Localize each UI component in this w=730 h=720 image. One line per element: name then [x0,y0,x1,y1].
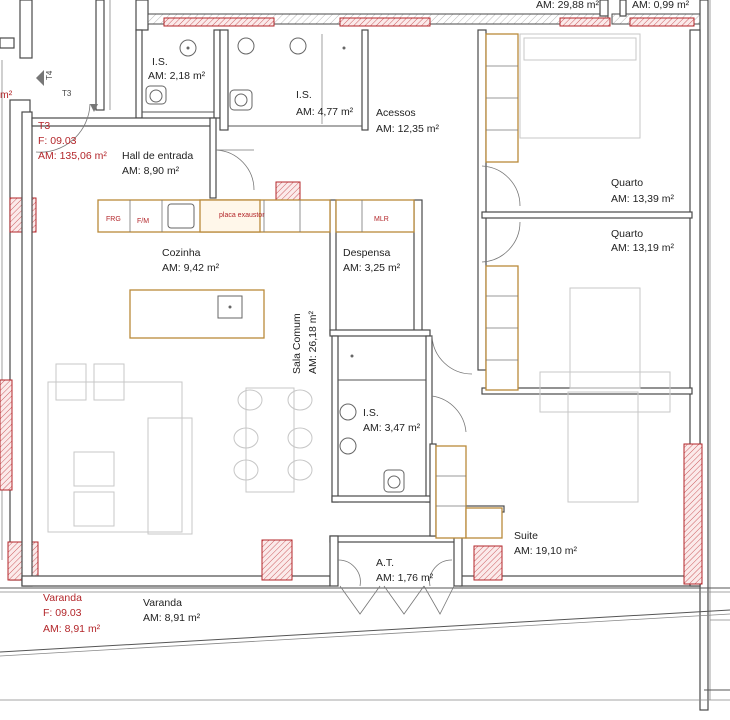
dining-table [245,387,295,493]
despensa-area: AM: 3,25 m² [343,262,401,274]
shower-drain-icon [350,354,354,358]
unit-t3-area: AM: 135,06 m² [38,150,107,162]
is-mid-name: I.S. [296,89,312,101]
t4-marker: T4 [45,70,54,80]
suite-area: AM: 19,10 m² [514,545,578,557]
sala-name: Sala Comum [291,313,303,374]
is-low-name: I.S. [363,407,379,419]
adjacent-unit-left [0,0,111,581]
varanda-unit-area: AM: 8,91 m² [43,623,101,635]
sink-icon [339,437,357,455]
cozinha-area: AM: 9,42 m² [162,262,220,274]
top-area-left: AM: 29,88 m² [536,0,600,11]
hob-label: placa exaustor [219,212,265,219]
sink-icon [339,403,357,421]
at-area: AM: 1,76 m² [376,572,434,584]
doors [35,103,521,615]
bed [567,391,639,503]
unit-t3-title: T3 [38,120,50,132]
unit-boundary-markers: T4 T3 m² [0,70,98,112]
exterior-walls [21,29,703,587]
fridge-label: FRG [106,216,121,223]
furniture [47,33,671,535]
quarto2-area: AM: 13,19 m² [611,242,675,254]
bed [569,287,641,389]
oven-label: F/M [137,218,149,225]
despensa-name: Despensa [343,247,390,259]
quarto1-name: Quarto [611,177,643,189]
quarto2-name: Quarto [611,228,643,240]
sala-area: AM: 26,18 m² [307,310,319,374]
varanda-name: Varanda [143,597,182,609]
quarto1-area: AM: 13,39 m² [611,193,675,205]
acessos-name: Acessos [376,107,416,119]
unit-t3-floor: F: 09.03 [38,135,77,147]
balcony [0,587,730,701]
partial-area-unit: m² [0,89,13,101]
bathroom-fixtures [145,37,405,493]
sink-icon [289,37,307,55]
red-column-strips-top [163,17,695,27]
bed [519,33,641,139]
rug [47,381,183,533]
washer-label: MLR [374,216,389,223]
is-small-name: I.S. [152,56,168,68]
wardrobes [435,33,519,539]
is-mid-area: AM: 4,77 m² [296,106,354,118]
room-labels: AM: 29,88 m² AM: 0,99 m² T3 F: 09.03 AM:… [38,0,690,635]
hall-name: Hall de entrada [122,150,193,162]
kitchen-island [129,289,265,339]
varanda-unit-floor: F: 09.03 [43,607,82,619]
varanda-area: AM: 8,91 m² [143,612,201,624]
at-name: A.T. [376,557,394,569]
kitchen-cabinets [97,199,415,339]
acessos-area: AM: 12,35 m² [376,123,440,135]
hall-area: AM: 8,90 m² [122,165,180,177]
is-low-area: AM: 3,47 m² [363,422,421,434]
interior-walls [31,29,693,587]
sofa [147,417,193,535]
top-area-right: AM: 0,99 m² [632,0,690,11]
suite-name: Suite [514,530,538,542]
varanda-unit-name: Varanda [43,592,82,604]
t3-marker: T3 [62,89,72,98]
sink-icon [237,37,255,55]
shower-drain-icon [342,46,346,50]
cozinha-name: Cozinha [162,247,201,259]
is-small-area: AM: 2,18 m² [148,70,206,82]
